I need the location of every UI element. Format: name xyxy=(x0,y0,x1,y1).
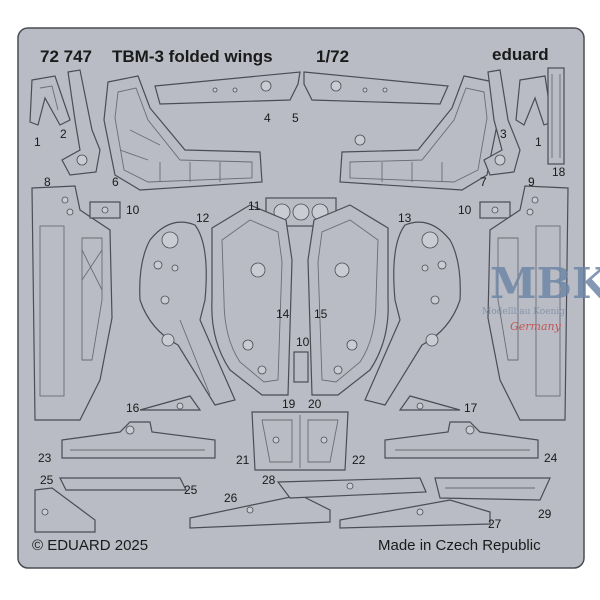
part-3-right xyxy=(483,69,521,176)
label-6: 6 xyxy=(112,175,119,189)
label-10-center: 10 xyxy=(296,335,310,349)
product-title: TBM-3 folded wings xyxy=(112,47,273,66)
copyright-text: © EDUARD 2025 xyxy=(32,537,148,554)
watermark-line: Modellbau Koenig xyxy=(482,307,565,317)
label-24: 24 xyxy=(544,451,558,465)
label-10-left: 10 xyxy=(126,203,140,217)
part-1-left xyxy=(29,75,71,126)
label-1-right: 1 xyxy=(535,135,542,149)
part-19-20 xyxy=(251,411,349,471)
part-14-panel xyxy=(211,204,293,396)
part-24 xyxy=(384,421,539,459)
label-9: 9 xyxy=(528,175,535,189)
label-17: 17 xyxy=(464,401,478,415)
part-10-center xyxy=(293,351,309,383)
label-3-right: 3 xyxy=(500,127,507,141)
label-25-left: 25 xyxy=(40,473,54,487)
part-12-oval xyxy=(139,221,236,406)
label-14: 14 xyxy=(276,307,290,321)
label-26: 26 xyxy=(224,491,238,505)
label-23: 23 xyxy=(38,451,52,465)
part-8-panel xyxy=(31,185,113,421)
label-21: 21 xyxy=(236,453,250,467)
label-29: 29 xyxy=(538,507,552,521)
part-18-ladder xyxy=(547,67,565,165)
part-25-left xyxy=(34,487,96,533)
part-13-oval xyxy=(364,221,461,406)
part-27 xyxy=(339,499,491,529)
product-scale: 1/72 xyxy=(316,47,349,66)
product-code: 72 747 xyxy=(40,47,92,66)
part-23 xyxy=(61,421,216,459)
label-22: 22 xyxy=(352,453,366,467)
label-5: 5 xyxy=(292,111,299,125)
label-16: 16 xyxy=(126,401,140,415)
label-20: 20 xyxy=(308,397,322,411)
part-6-frame xyxy=(103,75,263,191)
label-10-right: 10 xyxy=(458,203,472,217)
label-7: 7 xyxy=(480,175,487,189)
watermark-logo: MBK xyxy=(490,259,600,308)
part-2-left xyxy=(61,69,101,176)
part-17 xyxy=(398,395,461,411)
label-27: 27 xyxy=(488,517,502,531)
label-4: 4 xyxy=(264,111,271,125)
part-28 xyxy=(276,477,427,499)
origin-text: Made in Czech Republic xyxy=(378,537,541,554)
label-13: 13 xyxy=(398,211,412,225)
label-18: 18 xyxy=(552,165,566,179)
label-1-left: 1 xyxy=(34,135,41,149)
part-10-left xyxy=(89,201,121,219)
part-number-labels: 1 2 4 5 6 7 3 1 18 8 9 10 10 10 11 12 13… xyxy=(34,111,566,531)
label-19: 19 xyxy=(282,397,296,411)
part-1-right xyxy=(515,75,553,126)
part-5-strip xyxy=(303,71,449,105)
label-8: 8 xyxy=(44,175,51,189)
label-15: 15 xyxy=(314,307,328,321)
part-7-frame xyxy=(339,75,499,191)
part-10-right xyxy=(479,201,511,219)
part-29 xyxy=(434,477,551,501)
label-25-right: 25 xyxy=(184,483,198,497)
part-15-panel xyxy=(307,204,389,396)
part-4-strip xyxy=(154,71,301,105)
label-11: 11 xyxy=(248,199,261,213)
label-2-left: 2 xyxy=(60,127,67,141)
part-16 xyxy=(139,395,202,411)
part-25-right xyxy=(59,477,187,491)
label-12: 12 xyxy=(196,211,210,225)
mbk-watermark: MBK Modellbau Koenig Germany xyxy=(482,259,600,333)
label-28: 28 xyxy=(262,473,276,487)
brand-logo: eduard xyxy=(492,45,549,64)
part-9-panel xyxy=(487,185,569,421)
part-26 xyxy=(189,494,331,529)
watermark-script: Germany xyxy=(510,320,562,333)
